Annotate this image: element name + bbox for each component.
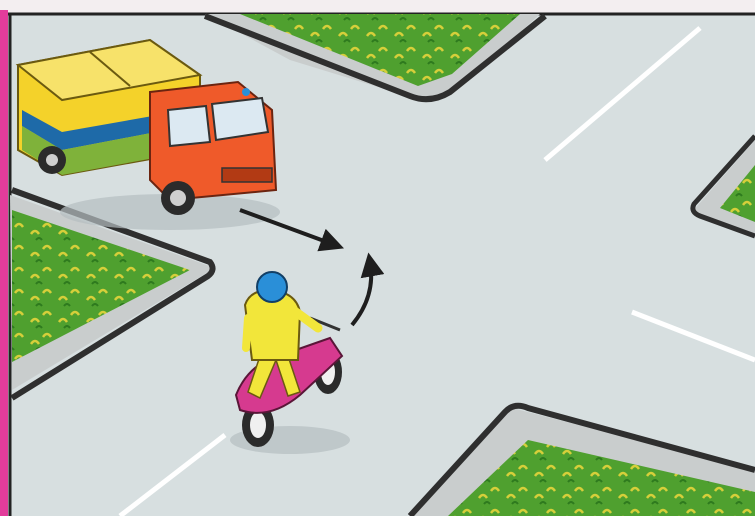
top-border-strip bbox=[0, 0, 755, 10]
left-border-strip bbox=[0, 0, 8, 516]
